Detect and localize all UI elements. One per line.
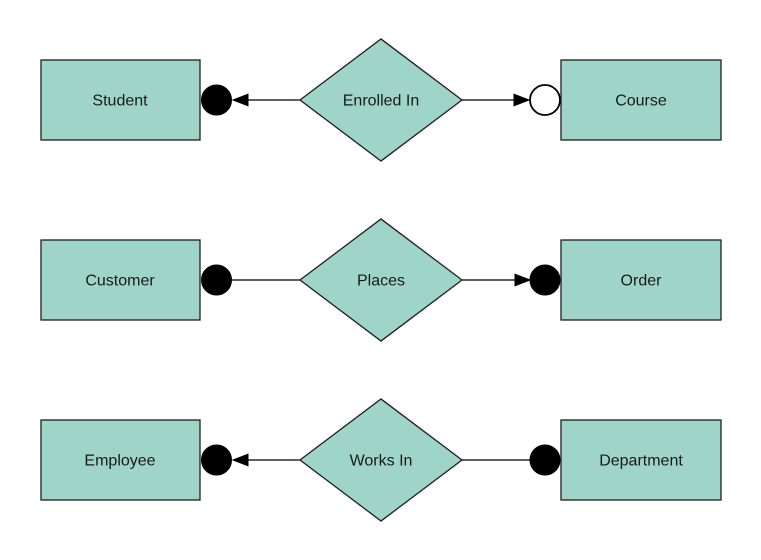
relationship-row-places: Customer Places Order [40, 218, 722, 342]
entity-department [560, 419, 722, 501]
entity-customer [40, 239, 201, 321]
arrowhead-right [513, 93, 531, 107]
relationship-row-enrolled-in: Student Enrolled In Course [40, 38, 722, 162]
relationship-label: Enrolled In [343, 93, 420, 110]
entity-order [560, 239, 722, 321]
relationship-label: Works In [350, 453, 413, 470]
entity-course [560, 59, 722, 141]
terminal-filled-circle [201, 84, 232, 116]
entity-label: Course [615, 93, 667, 110]
terminal-filled-circle [201, 444, 232, 476]
arrowhead-left [231, 93, 249, 107]
entity-label: Customer [85, 273, 155, 290]
entity-student [40, 59, 201, 141]
terminal-filled-circle [529, 444, 561, 476]
entity-label: Order [621, 273, 663, 290]
relationship-label: Places [357, 273, 405, 290]
arrowhead-left [231, 453, 249, 467]
relationship-row-works-in: Employee Works In Department [40, 398, 722, 522]
entity-employee [40, 419, 201, 501]
terminal-open-circle [529, 84, 561, 116]
entity-label: Employee [84, 453, 155, 470]
entity-label: Department [599, 453, 683, 470]
terminal-filled-circle [529, 264, 561, 296]
arrowhead-right [514, 273, 532, 287]
entity-label: Student [92, 93, 148, 110]
terminal-filled-circle [201, 264, 232, 296]
